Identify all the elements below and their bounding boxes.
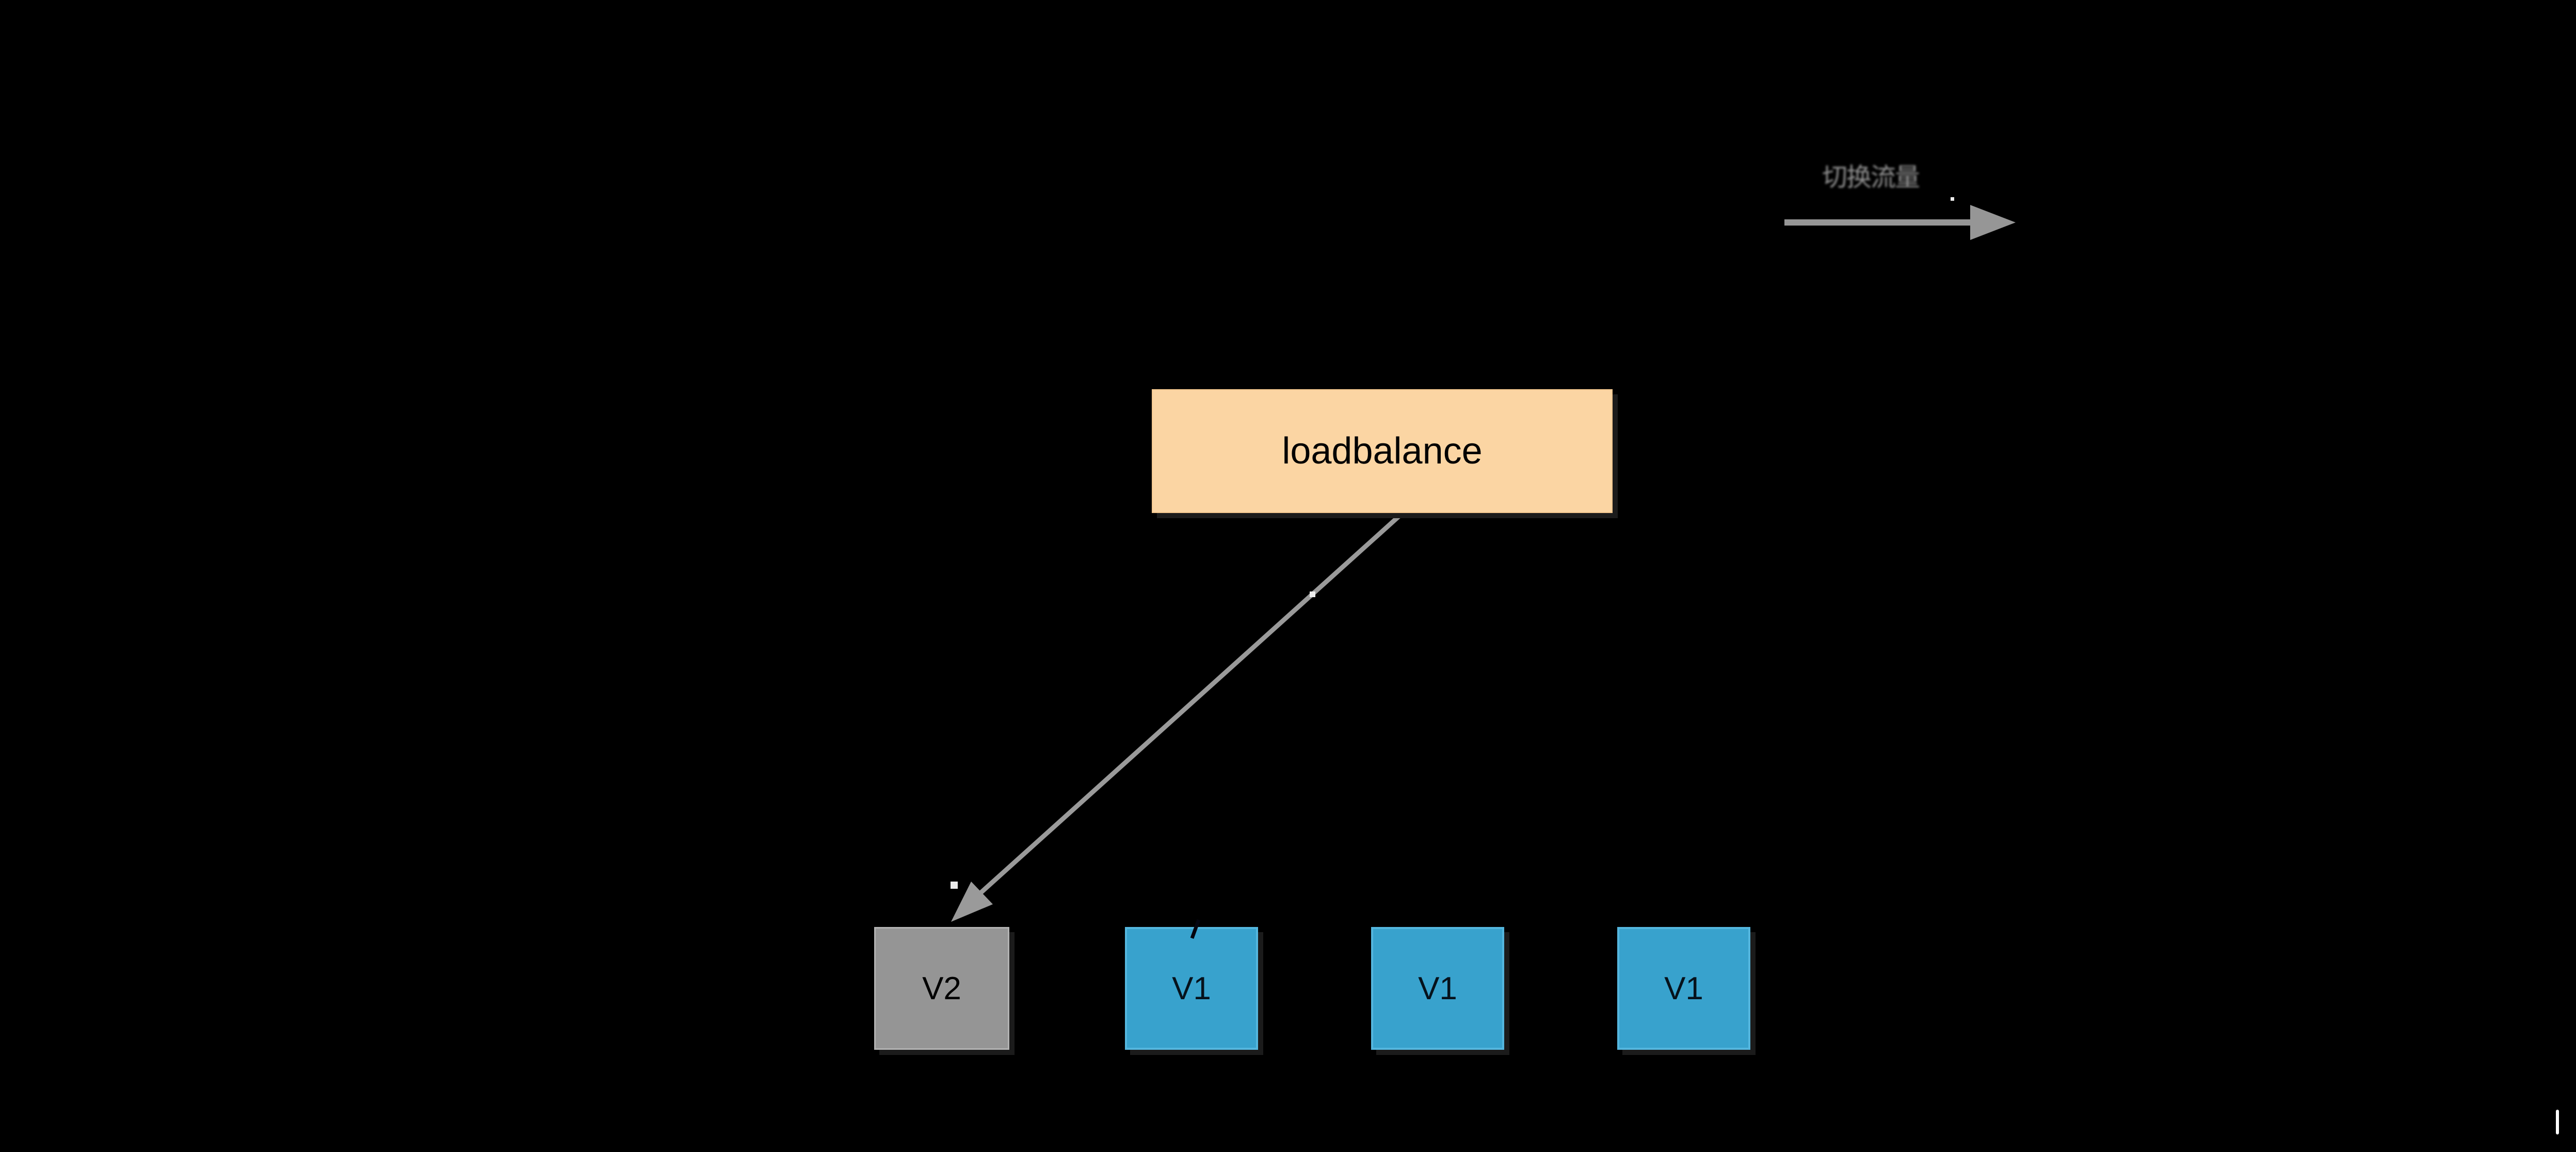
node-loadbalance: loadbalance xyxy=(1152,389,1613,513)
render-artifact-dot xyxy=(951,882,958,889)
node-loadbalance-label: loadbalance xyxy=(1282,430,1483,472)
node-v2-label: V2 xyxy=(922,970,961,1006)
node-v1-2: V1 xyxy=(1371,927,1504,1050)
node-v1-1: V1 xyxy=(1125,927,1258,1050)
legend-arrowhead xyxy=(1970,205,2016,240)
edge-loadbalance-to-v2-arrowhead xyxy=(951,882,993,922)
legend-label: 切换流量 xyxy=(1822,164,1920,191)
render-artifact-dot xyxy=(1951,197,1954,201)
node-v1-1-label: V1 xyxy=(1172,970,1211,1006)
render-artifact-dot xyxy=(1310,591,1315,597)
node-v1-2-label: V1 xyxy=(1418,970,1457,1006)
node-v1-3-label: V1 xyxy=(1664,970,1703,1006)
node-v2: V2 xyxy=(874,927,1009,1050)
edge-loadbalance-to-v2 xyxy=(957,511,1405,915)
text-cursor xyxy=(2556,1110,2559,1134)
node-v1-3: V1 xyxy=(1617,927,1750,1050)
